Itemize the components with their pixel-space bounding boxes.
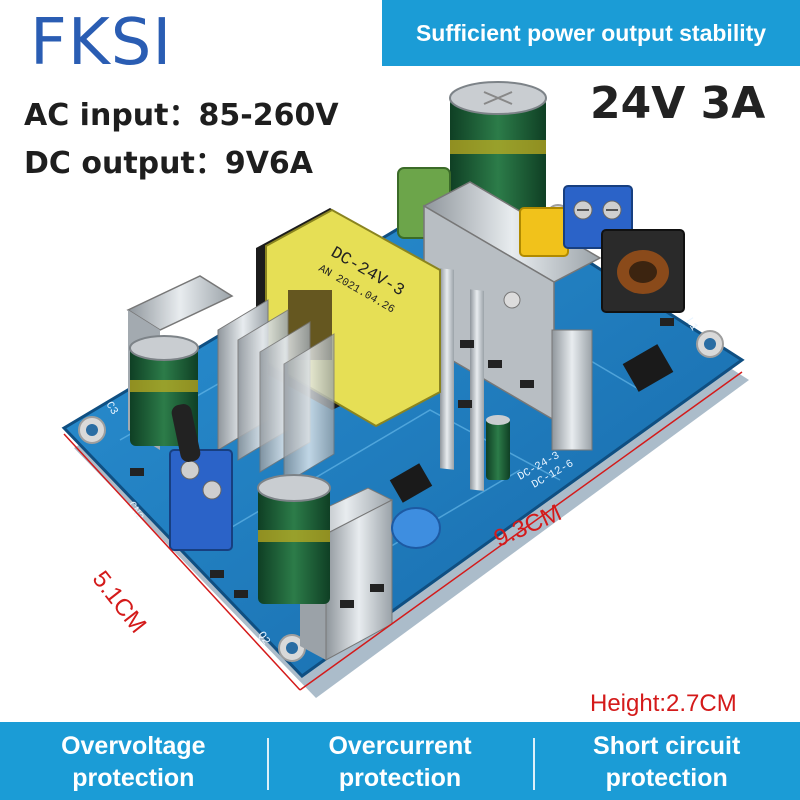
width-dimension: 5.1CM	[86, 566, 152, 639]
feature-overvoltage: Overvoltage protection	[0, 722, 267, 800]
brand-logo: FKSI	[30, 6, 173, 80]
model-alt-label: DC-12-6	[530, 458, 576, 492]
heatsink-left	[126, 275, 335, 485]
transformer-date: AN 2021.04.26	[316, 263, 396, 316]
height-dimension: Height:2.7CM	[590, 690, 737, 717]
dc-output-spec: DC output：9V6A	[24, 146, 314, 181]
smd-components	[130, 318, 674, 608]
transformer-label: DC-24V-3	[327, 244, 407, 301]
feature-line: Overvoltage	[61, 732, 206, 760]
feature-line: protection	[338, 764, 462, 792]
fuse	[171, 404, 201, 462]
input-capacitor	[129, 335, 199, 446]
y-capacitor	[391, 507, 441, 549]
ic-chip	[389, 463, 433, 503]
small-capacitor	[486, 418, 510, 480]
feature-line: Short circuit	[593, 732, 741, 760]
feature-overcurrent: Overcurrent protection	[266, 722, 534, 800]
mounting-holes	[78, 204, 724, 662]
mosfet	[622, 344, 674, 392]
dimension-lines	[63, 371, 743, 691]
length-dimension: 9.3CM	[490, 499, 566, 553]
heatsink-right	[422, 181, 602, 491]
input-terminal	[169, 449, 233, 551]
x-capacitor	[519, 207, 569, 257]
output-inductor	[601, 229, 685, 313]
ac-input-spec: AC input：85-260V	[24, 98, 339, 133]
voltage-current-rating: 24V 3A	[590, 78, 766, 129]
bulk-capacitor	[257, 474, 331, 604]
stability-banner: Sufficient power output stability	[382, 0, 800, 66]
model-label: DC-24-3	[516, 450, 562, 484]
c3-label: C3	[103, 400, 120, 418]
heatsink-front	[298, 487, 394, 661]
film-capacitor	[397, 167, 451, 239]
cn2-label: CN2	[125, 500, 146, 523]
transformer: DC-24V-3 AN 2021.04.26	[256, 208, 441, 428]
main-capacitor	[449, 81, 547, 226]
q2-label: Q2	[255, 630, 272, 648]
l1-label: L1	[683, 316, 700, 334]
protection-features-bar: Overvoltage protection Overcurrent prote…	[0, 722, 800, 800]
pcb-board	[61, 184, 745, 678]
feature-line: protection	[605, 764, 728, 792]
feature-short-circuit: Short circuit protection	[533, 722, 800, 800]
feature-line: protection	[72, 764, 195, 792]
feature-line: Overcurrent	[328, 732, 472, 760]
output-terminal	[563, 185, 633, 249]
